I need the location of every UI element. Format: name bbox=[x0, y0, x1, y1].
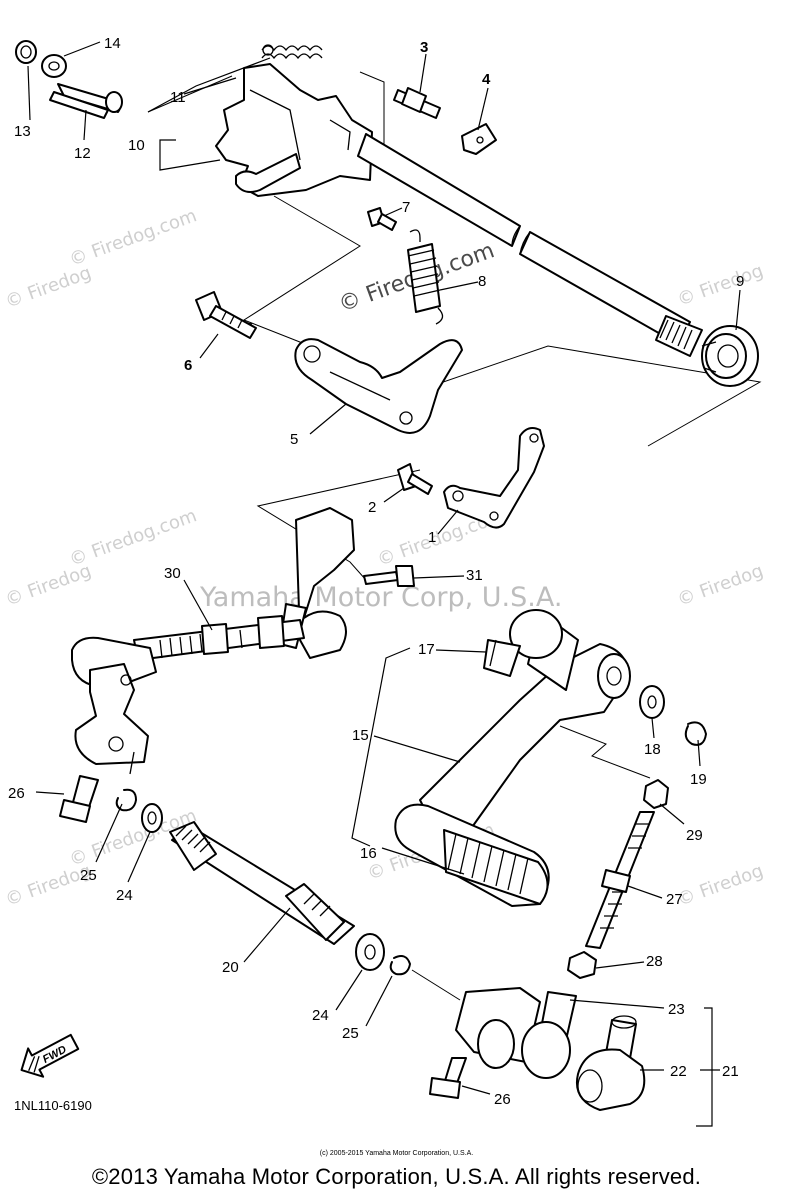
part-3-stud-bolt bbox=[393, 87, 441, 119]
callout-7: 7 bbox=[402, 199, 410, 216]
part-7-bolt bbox=[367, 207, 397, 231]
part-29-nut bbox=[643, 779, 669, 809]
callout-21: 21 bbox=[722, 1063, 739, 1080]
part-26-bolt bbox=[429, 1057, 467, 1099]
part-31-bolt bbox=[363, 565, 415, 587]
watermark-firedog: © Firedog bbox=[675, 560, 766, 610]
part-13-circlip bbox=[15, 40, 37, 64]
callout-25: 25 bbox=[80, 867, 97, 884]
callout-16: 16 bbox=[360, 845, 377, 862]
part-25-circlip bbox=[389, 955, 411, 976]
watermark-firedog: © Firedog bbox=[3, 262, 94, 312]
callout-18: 18 bbox=[644, 741, 661, 758]
fwd-arrow-icon: FWD bbox=[20, 1033, 80, 1078]
callout-8: 8 bbox=[478, 273, 486, 290]
watermark-firedog: © Firedog bbox=[675, 860, 766, 910]
callout-19: 19 bbox=[690, 771, 707, 788]
watermark-yamaha: Yamaha Motor Corp, U.S.A. bbox=[199, 582, 562, 613]
part-26-bolt bbox=[59, 775, 99, 823]
part-23-joint bbox=[455, 987, 577, 1079]
callout-24: 24 bbox=[312, 1007, 329, 1024]
part-9-bearing bbox=[701, 325, 759, 387]
shift-shaft bbox=[357, 133, 703, 357]
group-brackets bbox=[147, 57, 713, 1127]
leader-lines bbox=[27, 41, 741, 1095]
part-24-washer bbox=[355, 933, 385, 971]
callout-20: 20 bbox=[222, 959, 239, 976]
part-19-circlip bbox=[684, 721, 707, 746]
part-30-tie-rod bbox=[71, 507, 355, 775]
callout-24: 24 bbox=[116, 887, 133, 904]
callout-3: 3 bbox=[420, 39, 428, 56]
callout-31: 31 bbox=[466, 567, 483, 584]
watermark-firedog: © Firedog bbox=[675, 260, 766, 310]
copyright-small: (c) 2005-2015 Yamaha Motor Corporation, … bbox=[319, 1150, 474, 1157]
callout-9: 9 bbox=[736, 273, 744, 290]
callout-22: 22 bbox=[670, 1063, 687, 1080]
callout-13: 13 bbox=[14, 123, 31, 140]
callout-30: 30 bbox=[164, 565, 181, 582]
part-25-circlip bbox=[115, 788, 137, 812]
copyright-main: ©2013 Yamaha Motor Corporation, U.S.A. A… bbox=[91, 1164, 702, 1189]
part-5-lever bbox=[294, 338, 463, 434]
part-14-washer bbox=[41, 54, 67, 78]
callout-14: 14 bbox=[104, 35, 121, 52]
callout-5: 5 bbox=[290, 431, 298, 448]
part-18-washer bbox=[639, 685, 665, 719]
callout-12: 12 bbox=[74, 145, 91, 162]
callout-29: 29 bbox=[686, 827, 703, 844]
watermark-firedog-com: © Firedog.com bbox=[67, 205, 200, 271]
callout-10: 10 bbox=[128, 137, 145, 154]
callout-6: 6 bbox=[184, 357, 192, 374]
part-11-spring bbox=[261, 44, 323, 60]
part-2-screw bbox=[397, 463, 433, 495]
callout-2: 2 bbox=[368, 499, 376, 516]
callout-25: 25 bbox=[342, 1025, 359, 1042]
part-24-washer bbox=[141, 803, 163, 833]
callout-26: 26 bbox=[494, 1091, 511, 1108]
callout-26: 26 bbox=[8, 785, 25, 802]
callout-23: 23 bbox=[668, 1001, 685, 1018]
part-27-bolt bbox=[585, 811, 655, 949]
callout-17: 17 bbox=[418, 641, 435, 658]
callout-28: 28 bbox=[646, 953, 663, 970]
callout-1: 1 bbox=[428, 529, 436, 546]
callout-4: 4 bbox=[482, 71, 491, 88]
part-10-shift-arm bbox=[215, 63, 373, 197]
part-1-bracket bbox=[443, 427, 545, 529]
part-8-spring bbox=[407, 229, 444, 325]
part-12-pin bbox=[49, 83, 123, 119]
callout-15: 15 bbox=[352, 727, 369, 744]
part-20-shaft bbox=[169, 821, 355, 945]
part-16-footpeg-rubber bbox=[443, 829, 549, 905]
callout-labels: 1 2 3 4 5 6 7 8 9 10 11 12 13 14 15 16 1… bbox=[8, 35, 744, 1108]
diagram-code: 1NL110-6190 bbox=[14, 1098, 92, 1113]
part-4-plate bbox=[461, 123, 497, 155]
callout-11: 11 bbox=[170, 89, 186, 106]
part-22-joint bbox=[576, 1015, 646, 1111]
callout-27: 27 bbox=[666, 891, 683, 908]
part-6-bolt bbox=[195, 291, 257, 339]
part-28-nut bbox=[567, 951, 597, 979]
watermark-firedog-com: © Firedog.com bbox=[67, 505, 200, 571]
